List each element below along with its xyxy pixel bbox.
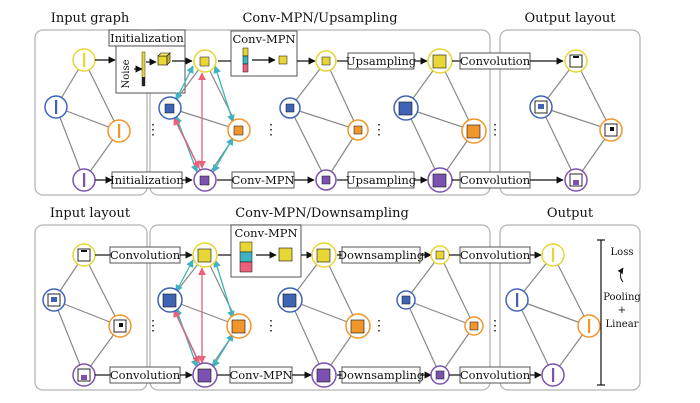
label-convolution-bottom-2: Convolution	[460, 248, 531, 262]
label-loss: Loss	[611, 247, 634, 258]
cube-initial-small	[157, 52, 171, 66]
ellipsis-bottom-4: ⋮	[488, 318, 502, 334]
label-conv-mpn-box-top: Conv-MPN	[232, 32, 295, 46]
label-pooling: Pooling	[603, 292, 641, 303]
ellipsis-top-2: ⋮	[264, 122, 278, 138]
bottom-downsampled-graph	[396, 245, 484, 385]
panel-input-layout	[34, 224, 148, 391]
label-conv-mpn-mid-top: Conv-MPN	[231, 173, 294, 187]
label-convolution-bottom-1: Convolution	[110, 248, 181, 262]
title-conv-downsampling: Conv-MPN/Downsampling	[235, 206, 409, 221]
bottom-conv-graph	[157, 242, 252, 388]
label-convolution-bottom-3: Convolution	[110, 368, 181, 382]
label-plus: +	[618, 305, 626, 316]
ellipsis-bottom-1: ⋮	[146, 318, 160, 334]
panel-conv-downsampling	[149, 224, 491, 391]
ellipsis-top-3: ⋮	[372, 122, 386, 138]
label-upsampling-2: Upsampling	[346, 173, 417, 187]
top-mid-graph	[279, 50, 369, 191]
panel-conv-upsampling	[149, 29, 491, 196]
ellipsis-top-4: ⋮	[488, 122, 502, 138]
label-convolution-top-2: Convolution	[460, 173, 531, 187]
label-downsampling-1: Downsampling	[338, 248, 425, 262]
panel-output	[499, 224, 641, 391]
label-convolution-bottom-4: Convolution	[460, 368, 531, 382]
top-conv-graph	[158, 49, 251, 192]
bottom-mid-graph	[277, 242, 371, 388]
label-upsampling-1: Upsampling	[346, 54, 417, 68]
label-noise: Noise	[121, 59, 132, 88]
panel-input-graph	[34, 29, 148, 196]
output-layout-graph	[529, 49, 623, 192]
label-linear: Linear	[606, 319, 639, 330]
title-input-layout: Input layout	[50, 206, 131, 221]
title-conv-upsampling: Conv-MPN/Upsampling	[242, 11, 397, 26]
label-conv-mpn-box-bottom: Conv-MPN	[234, 226, 297, 240]
label-initialization-top: Initialization	[110, 31, 184, 45]
label-downsampling-2: Downsampling	[338, 368, 425, 382]
panel-output-layout	[499, 29, 641, 196]
top-upsampled-graph	[393, 48, 487, 193]
label-initialization-bottom: Initialization	[110, 173, 184, 187]
label-convolution-top-1: Convolution	[460, 54, 531, 68]
output-graph	[505, 243, 601, 387]
ellipsis-bottom-3: ⋮	[372, 318, 386, 334]
label-conv-mpn-mid-bottom: Conv-MPN	[229, 368, 292, 382]
loss-arrow-icon	[617, 267, 624, 283]
input-graph	[44, 48, 131, 192]
ellipsis-top-1: ⋮	[146, 122, 160, 138]
input-layout-graph	[42, 243, 132, 387]
title-output: Output	[547, 206, 594, 221]
title-input-graph: Input graph	[51, 11, 130, 26]
ellipsis-bottom-2: ⋮	[264, 318, 278, 334]
title-output-layout: Output layout	[525, 11, 617, 26]
